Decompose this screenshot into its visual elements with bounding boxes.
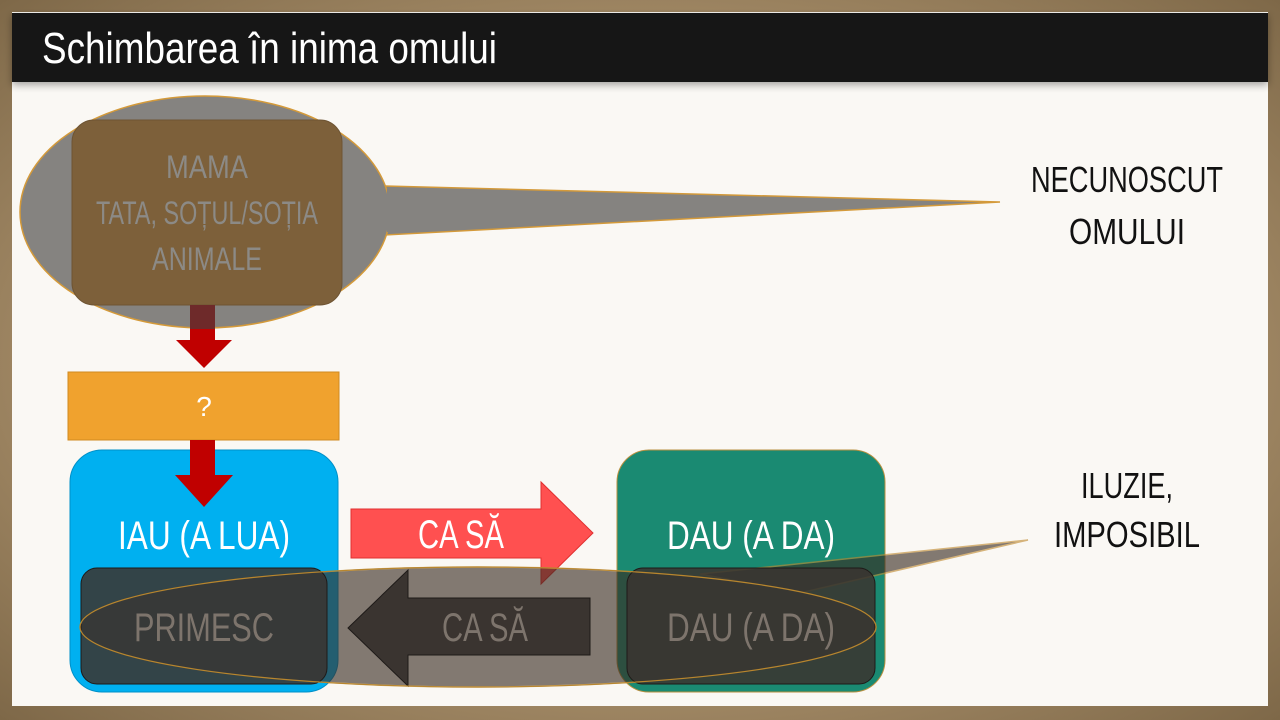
give-box-label: DAU (A DA): [667, 514, 835, 558]
arrow-right-shape: [350, 480, 594, 586]
take-box-label: IAU (A LUA): [118, 514, 290, 558]
slide-title: Schimbarea în inima omului: [42, 24, 497, 73]
receive-box-label: PRIMESC: [134, 606, 274, 650]
unknown-label-line-2: OMULUI: [1069, 211, 1185, 252]
family-box-line-1: MAMA: [166, 149, 249, 185]
unknown-label-line-1: NECUNOSCUT: [1031, 159, 1223, 200]
receive-box: [80, 567, 328, 685]
down-arrow-2: [175, 440, 233, 507]
title-bar: [12, 13, 1268, 82]
arrow-right: CA SĂ: [350, 480, 594, 586]
question-box-label: ?: [196, 391, 212, 422]
family-box-line-3: ANIMALE: [152, 241, 262, 277]
give-back-box-label: DAU (A DA): [667, 606, 835, 650]
illusion-label-line-2: IMPOSIBIL: [1054, 514, 1200, 555]
arrow-left: CA SĂ: [347, 568, 591, 688]
illusion-label-line-1: ILUZIE,: [1081, 465, 1173, 506]
arrow-left-shape: [347, 568, 591, 688]
arrow-left-label: CA SĂ: [442, 605, 528, 650]
give-back-box: [626, 567, 876, 685]
arrow-right-label: CA SĂ: [418, 512, 504, 557]
down-arrow-1: [176, 305, 232, 368]
question-box: [67, 371, 340, 441]
family-box-line-2: TATA, SOȚUL/SOȚIA: [96, 195, 318, 231]
